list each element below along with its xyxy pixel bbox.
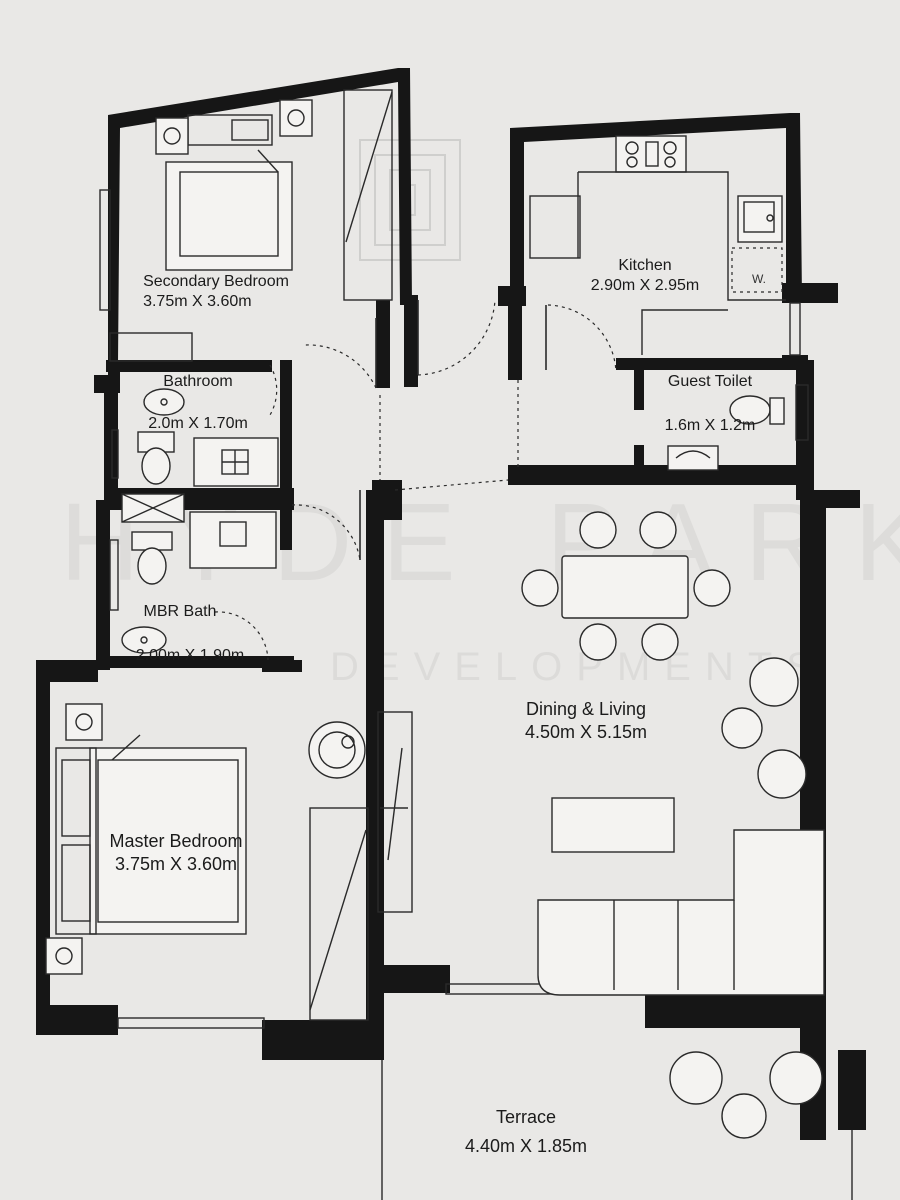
room-dims: 1.6m X 1.2m (664, 417, 756, 434)
master-bed (55, 734, 247, 935)
room-name: Kitchen (618, 257, 672, 274)
room-dims: 2.0m X 1.70m (148, 415, 248, 432)
coffee-table (551, 797, 675, 853)
room-dims: 2.90m X 2.95m (590, 277, 700, 294)
room-name: Secondary Bedroom (143, 273, 289, 290)
armchair (308, 721, 366, 779)
tv-unit (377, 711, 413, 913)
sofa (537, 829, 825, 996)
room-name: Guest Toilet (667, 373, 753, 390)
label-bathroom: Bathroom 2.0m X 1.70m (148, 372, 248, 434)
dining-chair-icons (521, 511, 731, 661)
label-kitchen: Kitchen 2.90m X 2.95m (591, 256, 700, 296)
sink-icon (737, 195, 783, 243)
label-dining-living: Dining & Living 4.50m X 5.15m (525, 698, 647, 743)
terrace-furniture (669, 1051, 823, 1139)
label-mbr-bath: MBR Bath 2.00m X 1.90m (136, 602, 245, 666)
watermark-logo (359, 139, 461, 261)
label-guest-toilet: Guest Toilet 1.6m X 1.2m (665, 372, 756, 436)
lounge-chairs (721, 657, 807, 799)
watermark-sub: DEVELOPMENTS (330, 645, 827, 689)
room-name: Terrace (495, 1107, 557, 1127)
room-dims: 3.75m X 3.60m (143, 293, 252, 310)
walls (36, 68, 866, 1140)
nightstand-icon (45, 703, 103, 975)
kitchen-counter (529, 171, 786, 355)
stove-icon (615, 135, 687, 173)
label-secondary-bedroom: Secondary Bedroom 3.75m X 3.60m (143, 272, 289, 312)
mbr-wardrobe (309, 807, 369, 1021)
room-name: MBR Bath (143, 603, 217, 620)
guest-toilet-fixtures (667, 395, 785, 471)
mbr-bath-fixtures (121, 511, 277, 654)
doors (214, 299, 617, 661)
desk (109, 332, 193, 362)
label-master-bedroom: Master Bedroom 3.75m X 3.60m (109, 830, 242, 875)
room-dims: 3.75m X 3.60m (114, 853, 238, 874)
secondary-bed (165, 114, 293, 271)
shaft (121, 493, 185, 523)
room-name: Dining & Living (525, 699, 647, 719)
bathroom-fixtures (137, 388, 279, 487)
washing-machine: W. (731, 247, 783, 293)
washer-label: W. (752, 272, 766, 286)
room-dims: 4.40m X 1.85m (464, 1135, 588, 1156)
label-terrace: Terrace 4.40m X 1.85m (465, 1106, 587, 1157)
room-dims: 2.00m X 1.90m (135, 647, 245, 664)
room-dims: 4.50m X 5.15m (524, 721, 648, 742)
room-name: Bathroom (163, 373, 233, 390)
wardrobe (343, 89, 393, 301)
room-name: Master Bedroom (109, 831, 243, 851)
nightstand-icon (155, 99, 313, 155)
dining-table (561, 555, 689, 619)
